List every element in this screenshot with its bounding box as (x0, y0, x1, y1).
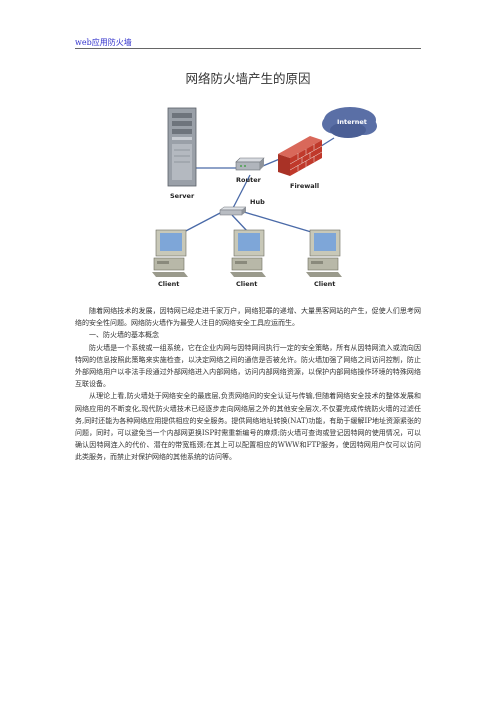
server-icon (167, 107, 197, 187)
hub-label: Hub (250, 198, 265, 206)
intro-paragraph: 随着网络技术的发展，因特网已经走进千家万户，网络犯罪的递增、大量黑客网站的产生，… (75, 307, 421, 328)
header-link[interactable]: web应用防火墙 (75, 38, 132, 47)
client-label-left: Client (158, 280, 179, 288)
header-divider (75, 48, 421, 49)
internet-label: Internet (337, 118, 367, 126)
page-title: 网络防火墙产生的原因 (185, 71, 311, 86)
article-body: 随着网络技术的发展，因特网已经走进千家万户，网络犯罪的递增、大量黑客网站的产生，… (75, 305, 421, 464)
firewall-icon (278, 136, 323, 176)
client-middle-icon (230, 229, 266, 277)
cable-hub-client-middle (231, 214, 249, 233)
firewall-label: Firewall (290, 182, 319, 190)
section-heading: 一、防火墙的基本概念 (89, 331, 159, 340)
cable-router-hub (231, 174, 251, 211)
definition-paragraph: 防火墙是一个系统或一组系统，它在企业内网与因特网间执行一定的安全策略，所有从因特… (75, 343, 421, 389)
network-diagram: Server Router Firewall I (152, 107, 377, 288)
client-right-icon (306, 229, 342, 277)
internet-cloud-icon (322, 107, 377, 138)
client-left-icon (152, 229, 188, 277)
router-icon (235, 157, 265, 171)
client-label-right: Client (314, 280, 335, 288)
hub-icon (219, 206, 247, 216)
server-label: Server (170, 192, 195, 200)
cable-hub-client-left (179, 211, 223, 235)
theory-paragraph: 从理论上看,防火墙处于网络安全的最底层,负责网络间的安全认证与传输,但随着网络安… (75, 392, 421, 462)
client-label-middle: Client (236, 280, 257, 288)
cable-hub-client-right (243, 211, 319, 235)
router-label: Router (236, 176, 262, 184)
